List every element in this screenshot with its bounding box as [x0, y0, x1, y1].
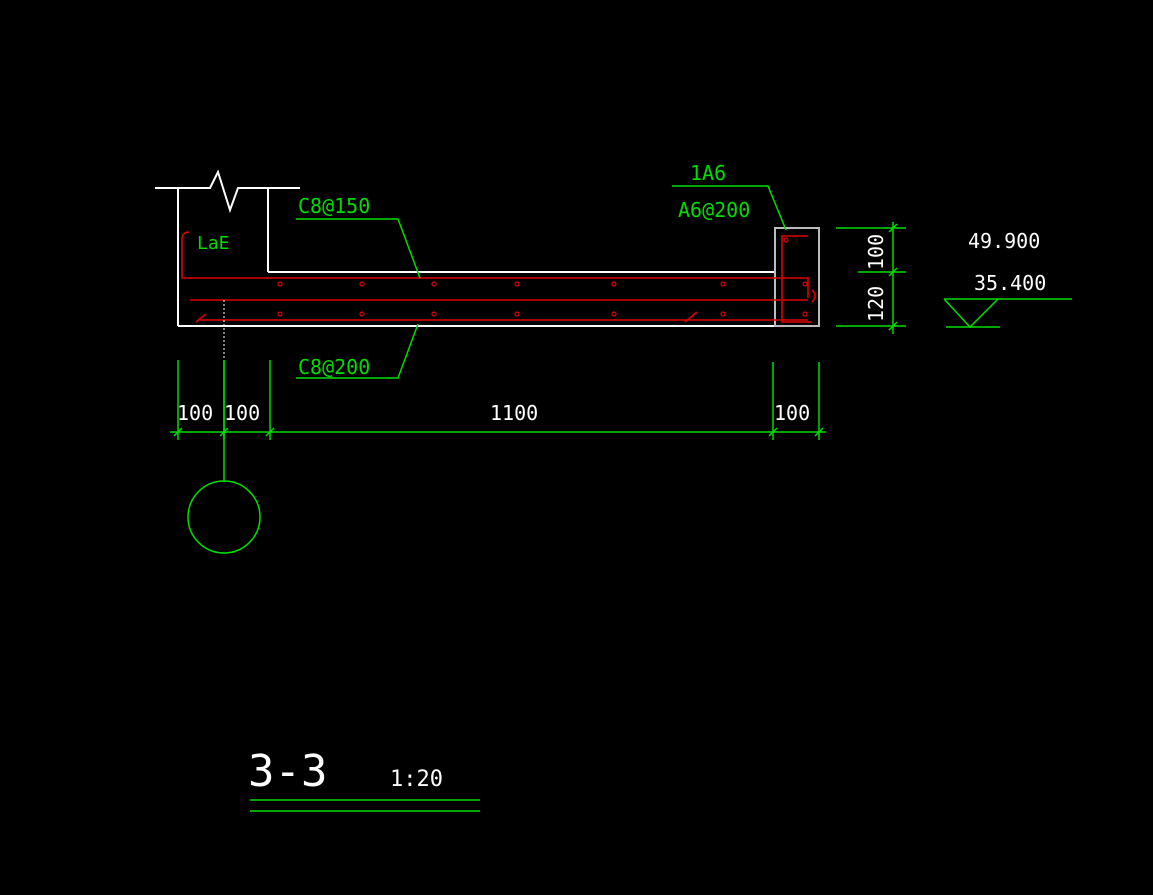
leaders: [296, 185, 787, 379]
vertical-dimensions: [836, 222, 906, 334]
elevation-upper: 49.900: [968, 229, 1040, 253]
section-title: 3-3: [248, 746, 327, 797]
edge-bar-count-label: 1A6: [690, 161, 726, 185]
edge-hook: [781, 235, 812, 323]
axis-bubble: [187, 480, 261, 554]
dim-h-3: 100: [774, 401, 810, 425]
edge-beam-box: [774, 227, 820, 327]
elevation-symbol: [943, 298, 1072, 329]
top-rebar-line: [181, 231, 809, 298]
dim-h-2: 1100: [490, 401, 538, 425]
dim-h-0: 100: [177, 401, 213, 425]
edge-stirrup-label: A6@200: [678, 198, 750, 222]
title-underline: [250, 799, 480, 812]
dim-v-0: 100: [864, 234, 888, 270]
bottom-rebar-label: C8@200: [298, 355, 370, 379]
anchorage-label: LaE: [197, 233, 230, 254]
rebar-dots: [277, 237, 808, 317]
dim-v-1: 120: [864, 286, 888, 322]
dim-h-1: 100: [224, 401, 260, 425]
section-scale: 1:20: [390, 767, 443, 792]
rebar: [181, 231, 816, 323]
elevation-lower: 35.400: [974, 271, 1046, 295]
horizontal-dimensions: [170, 360, 826, 440]
top-rebar-label: C8@150: [298, 194, 370, 218]
slab-outline: [155, 169, 820, 327]
